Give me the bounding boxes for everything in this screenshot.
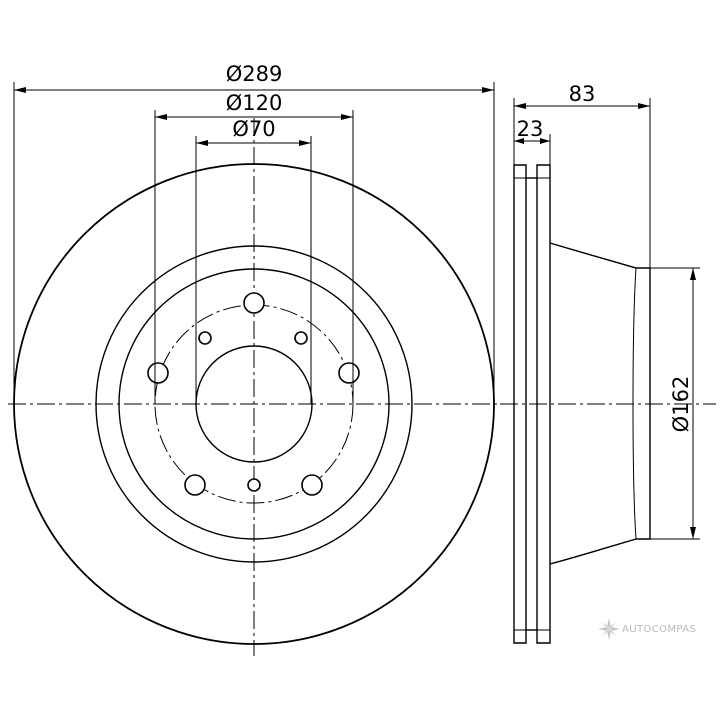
arrow-head	[482, 87, 494, 93]
compass-star-icon	[598, 618, 620, 640]
bolt-hole	[338, 362, 360, 384]
hat-diameter-label: Ø162	[669, 376, 693, 433]
hat-outer-edge	[118, 268, 390, 540]
small-hole	[198, 331, 212, 345]
bolt-hole	[301, 474, 323, 496]
hat-curve	[632, 267, 637, 540]
arrow-head	[690, 268, 696, 280]
watermark: AUTOCOMPAS	[596, 616, 724, 646]
arrow-head	[299, 140, 311, 146]
bolt-circle-label: Ø120	[226, 91, 283, 115]
friction-ring-inner-edge	[95, 245, 413, 563]
inner-friction-plate	[536, 164, 551, 644]
center-bore-label: Ø70	[232, 117, 275, 141]
bolt-hole	[243, 292, 265, 314]
total-height-label: 83	[569, 82, 596, 106]
small-hole	[247, 478, 261, 492]
outer-friction-plate	[513, 164, 527, 644]
bolt-hole	[147, 362, 169, 384]
outer-diameter-label: Ø289	[226, 62, 283, 86]
small-hole	[294, 331, 308, 345]
disc-thickness-label: 23	[517, 117, 544, 141]
hat-profile	[549, 242, 651, 565]
arrow-head	[638, 103, 650, 109]
arrow-head	[540, 138, 550, 144]
bolt-hole	[184, 474, 206, 496]
arrow-head	[514, 138, 524, 144]
arrow-head	[341, 114, 353, 120]
arrow-head	[690, 527, 696, 539]
side-view: 83 23 Ø162	[500, 82, 716, 644]
front-view: Ø289 Ø120 Ø70	[8, 62, 500, 656]
arrow-head	[196, 140, 208, 146]
watermark-text: AUTOCOMPAS	[622, 624, 697, 635]
arrow-head	[514, 103, 526, 109]
arrow-head	[155, 114, 167, 120]
arrow-head	[14, 87, 26, 93]
